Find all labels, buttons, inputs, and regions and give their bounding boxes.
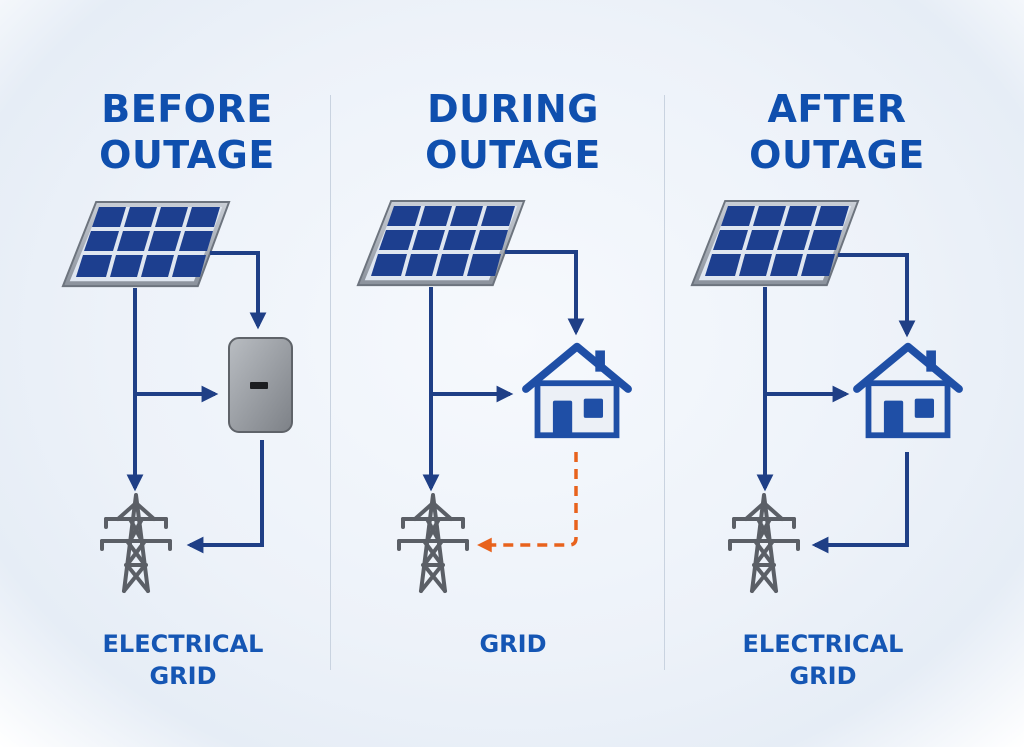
caption-line: GRID [479, 630, 547, 658]
transmission-tower-icon [397, 493, 469, 593]
backfeed-dashed-line [477, 452, 578, 553]
caption-line: GRID [789, 662, 857, 690]
panel-title-during: DURING OUTAGE [368, 86, 658, 178]
caption-line: ELECTRICAL [742, 630, 904, 658]
transmission-tower-icon [100, 493, 172, 593]
solar-panel-icon [690, 200, 860, 287]
house-icon [857, 347, 959, 436]
solar-panel-icon [61, 201, 231, 288]
caption-line: GRID [149, 662, 217, 690]
title-line: OUTAGE [749, 133, 925, 177]
panel-caption-after: ELECTRICAL GRID [678, 628, 968, 692]
panel-divider [664, 95, 665, 670]
title-line: OUTAGE [425, 133, 601, 177]
inverter-icon [228, 337, 293, 433]
title-line: AFTER [767, 87, 907, 131]
panel-caption-before: ELECTRICAL GRID [38, 628, 328, 692]
title-line: OUTAGE [99, 133, 275, 177]
solar-panel-icon [356, 200, 526, 287]
panel-caption-during: GRID [368, 628, 658, 660]
panel-during [356, 200, 628, 593]
title-line: BEFORE [101, 87, 273, 131]
panel-title-before: BEFORE OUTAGE [42, 86, 332, 178]
flow-lines [422, 250, 585, 492]
flow-lines [756, 253, 916, 554]
house-icon [526, 347, 628, 436]
flow-lines [126, 251, 267, 554]
panel-title-after: AFTER OUTAGE [692, 86, 982, 178]
caption-line: ELECTRICAL [102, 630, 264, 658]
panel-divider [330, 95, 331, 670]
panel-before [61, 201, 293, 593]
title-line: DURING [427, 87, 599, 131]
transmission-tower-icon [728, 493, 800, 593]
panel-after [690, 200, 959, 593]
